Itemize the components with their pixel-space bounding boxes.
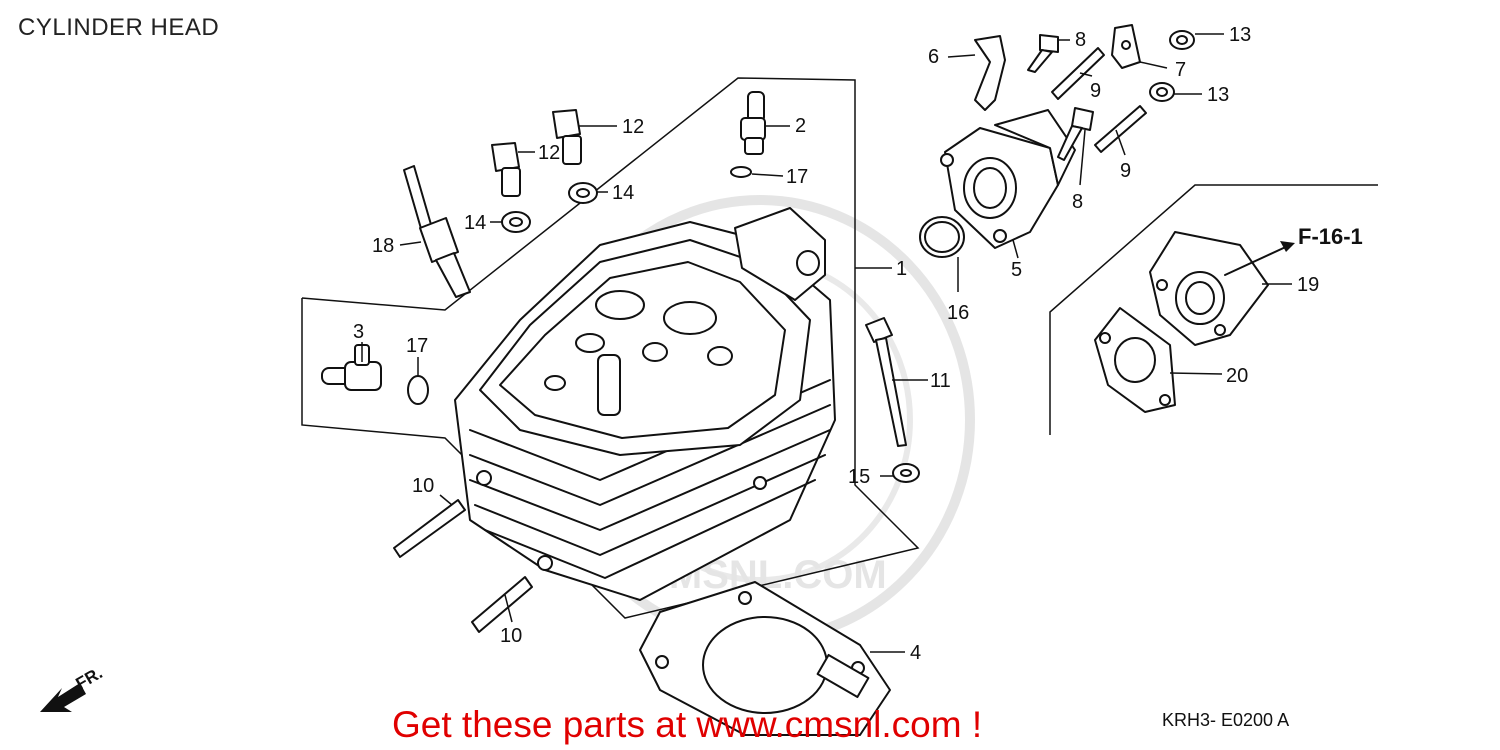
clamp-6 <box>974 35 1006 111</box>
reference-label: F-16-1 <box>1298 224 1363 249</box>
callout-10-b: 10 <box>500 625 522 647</box>
nut-13-b <box>1149 82 1175 102</box>
callout-8-a: 8 <box>1075 29 1086 51</box>
part-3-fitting <box>321 344 429 405</box>
callout-14-b: 14 <box>464 212 486 234</box>
callout-14-a: 14 <box>612 182 634 204</box>
clip-7 <box>1111 24 1141 69</box>
bolt-12-b <box>491 142 521 197</box>
promo-text: Get these parts at www.cmsnl.com ! <box>392 704 983 745</box>
callout-3: 3 <box>353 321 364 343</box>
stud-10-b <box>471 576 533 633</box>
callout-13-b: 13 <box>1207 84 1229 106</box>
callout-5: 5 <box>1011 259 1022 281</box>
stud-10-a <box>393 499 466 558</box>
callout-9-b: 9 <box>1120 160 1131 182</box>
callout-10-a: 10 <box>412 475 434 497</box>
callout-17-a: 17 <box>786 166 808 188</box>
diagram-code: KRH3- E0200 A <box>1162 710 1290 730</box>
callout-13-a: 13 <box>1229 24 1251 46</box>
callout-18: 18 <box>372 235 394 257</box>
callout-12-b: 12 <box>538 142 560 164</box>
callout-8-b: 8 <box>1072 191 1083 213</box>
nut-13-a <box>1169 30 1195 50</box>
callout-11: 11 <box>930 370 951 392</box>
gasket-20 <box>1094 307 1176 413</box>
head-gasket <box>639 581 891 736</box>
bolt-8-a <box>1027 34 1059 73</box>
callout-16: 16 <box>947 302 969 324</box>
stud-9-b <box>1094 105 1147 153</box>
o-ring-16 <box>919 216 965 258</box>
cylinder-head <box>454 207 836 601</box>
group-outline <box>301 77 1378 619</box>
spark-plug <box>403 165 471 298</box>
washers <box>501 166 920 483</box>
insulator-19 <box>1149 231 1269 346</box>
insulator-5 <box>940 109 1076 249</box>
callout-19: 19 <box>1297 274 1319 296</box>
bolt-8-b <box>1057 107 1094 161</box>
leader-lines <box>361 33 1292 653</box>
callout-20: 20 <box>1226 365 1248 387</box>
reference-arrow: F-16-1 <box>1224 224 1363 276</box>
callout-4: 4 <box>910 642 921 664</box>
bolt-12-a <box>552 109 582 165</box>
part-2-pin <box>740 91 766 155</box>
callout-labels: 1 2 3 4 5 6 7 8 8 9 9 10 10 11 12 12 13 … <box>353 24 1319 664</box>
callout-9-a: 9 <box>1090 80 1101 102</box>
callout-1: 1 <box>896 258 907 280</box>
page-title: CYLINDER HEAD <box>18 14 220 41</box>
callout-12-a: 12 <box>622 116 644 138</box>
callout-2: 2 <box>795 115 806 137</box>
stud-9-a <box>1051 47 1105 100</box>
front-direction-arrow: FR. <box>40 663 106 712</box>
bolt-11 <box>865 317 907 447</box>
callout-7: 7 <box>1175 59 1186 81</box>
callout-15: 15 <box>848 466 870 488</box>
callout-17-b: 17 <box>406 335 428 357</box>
callout-6: 6 <box>928 46 939 68</box>
